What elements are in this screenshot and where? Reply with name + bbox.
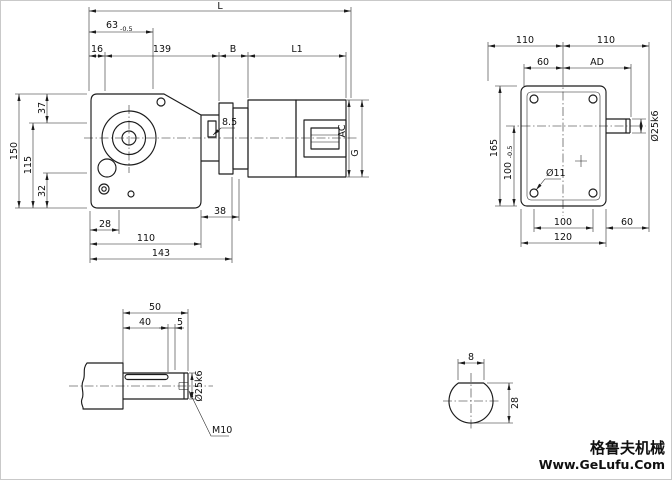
- foot-hole: [588, 188, 598, 198]
- bolt-hole: [156, 97, 166, 107]
- shaft-outline: [123, 372, 189, 400]
- bolt-hole: [127, 190, 135, 198]
- housing-face-inset: [526, 91, 601, 201]
- neck-outline: [201, 114, 219, 162]
- output-shaft-outline: [606, 118, 631, 134]
- shaft-detail-view: 50 40 5 Ø25k6 M10: [69, 302, 232, 437]
- leader-8.5: [212, 127, 235, 136]
- dim-label-AC: AC: [337, 124, 348, 137]
- dim-label-63: 63: [106, 20, 118, 31]
- watermark-brand: 格鲁夫机械: [590, 439, 665, 457]
- end-view: 110 110 60 AD 165 100 -0.5 Ø25k6 Ø11 100…: [487, 35, 661, 247]
- dim-label-B: B: [230, 44, 237, 55]
- foot-hole: [529, 94, 539, 104]
- fan-grill-outer: [303, 119, 347, 158]
- center-mark: [575, 155, 587, 167]
- dim-label-AD: AD: [590, 57, 604, 68]
- intermediate-boss-circle: [97, 158, 117, 178]
- dim-label-28: 28: [99, 219, 111, 230]
- dim-label-63-tol: -0.5: [120, 25, 133, 33]
- foot-hole: [529, 188, 539, 198]
- dim-label-143: 143: [152, 248, 170, 259]
- hub-section: [80, 362, 124, 410]
- output-boss-circle: [101, 110, 157, 166]
- bolt-hole: [101, 186, 107, 192]
- dim-label-110-left: 110: [516, 35, 534, 46]
- fan-grill-lines: [311, 134, 339, 143]
- dim-label-shaft-dia: Ø25k6: [194, 370, 205, 401]
- dim-label-110: 110: [137, 233, 155, 244]
- key-section-view: 8 28: [443, 352, 521, 429]
- dim-label-8: 8: [468, 352, 474, 363]
- dim-label-L: L: [217, 1, 223, 12]
- dim-label-139: 139: [153, 44, 171, 55]
- dim-label-G: G: [350, 149, 361, 156]
- thread-hole-lines: [178, 382, 188, 390]
- dim-label-L1: L1: [291, 44, 302, 55]
- housing-outline: [90, 93, 202, 209]
- dim-label-120: 120: [554, 232, 572, 243]
- watermark-site: Www.GeLufu.Com: [539, 457, 665, 472]
- dim-label-60-bottom: 60: [621, 217, 633, 228]
- dim-label-37: 37: [37, 102, 48, 114]
- dim-label-38: 38: [214, 206, 226, 217]
- dim-label-115: 115: [23, 156, 34, 174]
- dim-label-hole-dia: Ø11: [546, 168, 566, 179]
- dim-label-thread: M10: [212, 425, 232, 436]
- dim-label-100-bottom: 100: [554, 217, 572, 228]
- watermark: 格鲁夫机械 Www.GeLufu.Com: [539, 439, 665, 472]
- shaft-section-outline: [448, 382, 494, 424]
- output-bearing-circle: [111, 120, 147, 156]
- dim-label-32: 32: [37, 185, 48, 197]
- leader-thread: [188, 390, 229, 437]
- dim-label-50: 50: [149, 302, 161, 313]
- bolt-hole: [98, 183, 110, 195]
- fan-grill-inner: [310, 127, 340, 150]
- motor-flange: [218, 102, 234, 175]
- side-view: L 63 -0.5 16 139 B L1 150 115 37 32 8.5 …: [9, 1, 369, 263]
- housing-face-outline: [520, 85, 607, 207]
- dim-label-60-top: 60: [537, 57, 549, 68]
- dim-label-8.5: 8.5: [222, 117, 237, 128]
- dim-label-150: 150: [9, 142, 20, 160]
- section-centerlines: [443, 373, 499, 429]
- dim-label-16: 16: [91, 44, 103, 55]
- dim-label-100-tol: -0.5: [506, 146, 514, 159]
- dim-label-100-val: 100: [503, 162, 514, 180]
- extension-lines: [15, 7, 369, 263]
- extension-lines: [457, 359, 513, 424]
- dim-label-40: 40: [139, 317, 151, 328]
- output-shaft-circle: [121, 130, 137, 146]
- extension-lines: [122, 309, 195, 400]
- neck-slot: [207, 120, 217, 138]
- keyway-outline: [124, 373, 169, 381]
- motor-body: [247, 99, 297, 178]
- dim-label-28: 28: [510, 397, 521, 409]
- dim-label-shaft-dia: Ø25k6: [650, 110, 661, 141]
- dim-label-5: 5: [177, 317, 183, 328]
- dim-label-165: 165: [489, 139, 500, 157]
- dim-label-110-right: 110: [597, 35, 615, 46]
- foot-hole: [588, 94, 598, 104]
- leader-hole-dia: [535, 178, 561, 191]
